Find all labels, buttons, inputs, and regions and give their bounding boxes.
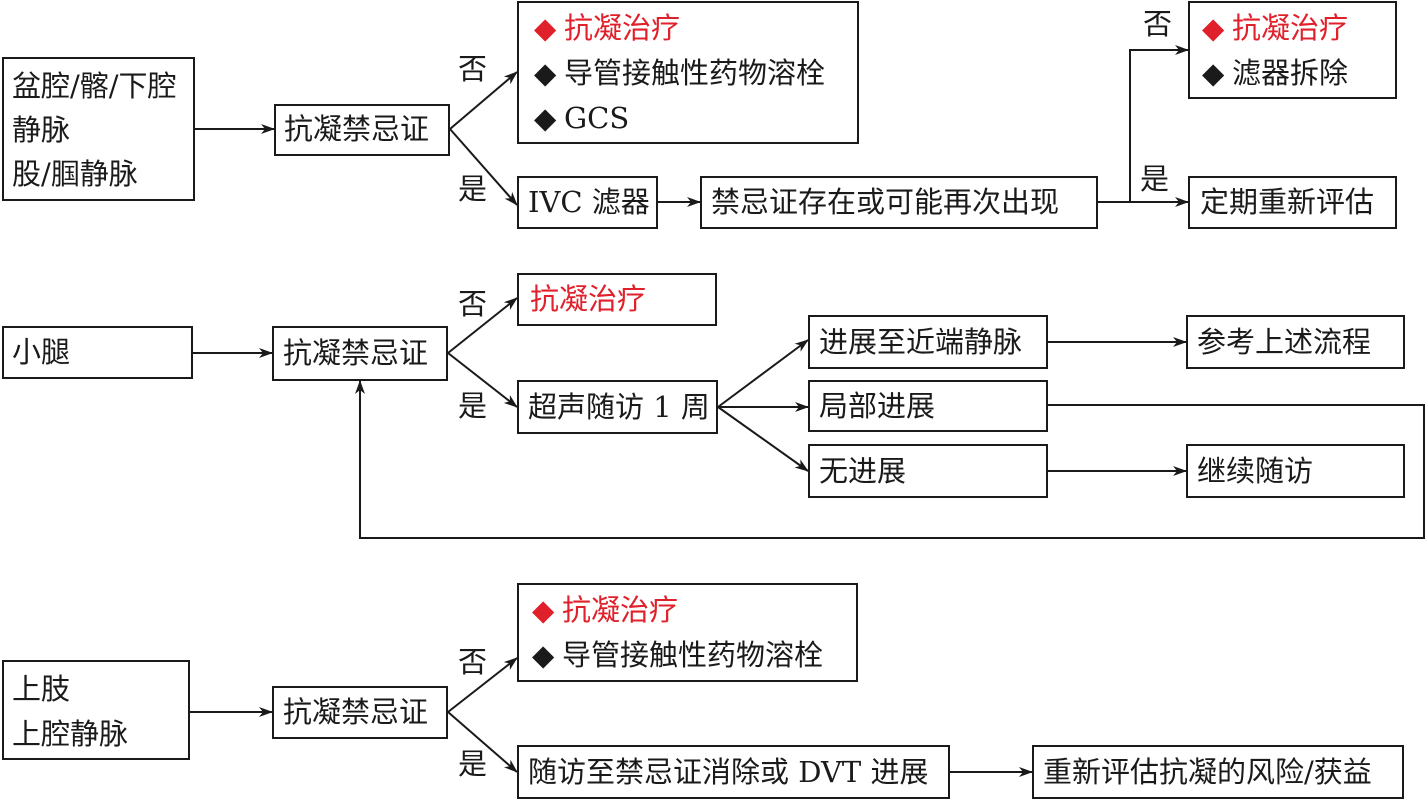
arrow-s2-to-none [717, 406, 809, 472]
s3-start-line-1: 上肢 [12, 672, 71, 706]
arrow-s2-contra-no [447, 297, 518, 354]
s1-no2-box [1188, 1, 1397, 99]
s2-ref-box [1186, 315, 1405, 369]
s3-followup-box [517, 745, 950, 799]
s2-contra-box [272, 326, 448, 381]
s2-start-box [2, 326, 193, 379]
s1-no-item-2: ◆导管接触性药物溶栓 [534, 56, 826, 90]
s1-contra-label: 抗凝禁忌证 [284, 112, 430, 146]
s1-reassess-label: 定期重新评估 [1200, 185, 1375, 219]
s2-none-label: 无进展 [819, 454, 907, 488]
s2-followup-label: 超声随访 1 周 [528, 390, 710, 424]
s2-prox-label: 进展至近端静脉 [819, 325, 1023, 359]
s1-start-line-3: 股/腘静脉 [12, 157, 138, 191]
s3-followup-label: 随访至禁忌证消除或 DVT 进展 [528, 755, 929, 789]
diamond-bullet-icon: ◆ [532, 638, 555, 672]
s2-start-label: 小腿 [12, 335, 71, 369]
s3-reassess-label: 重新评估抗凝的风险/获益 [1043, 755, 1372, 789]
s1-ivc-box [517, 176, 658, 229]
s2-none-box [808, 444, 1048, 498]
s3-no-label: 否 [458, 645, 488, 679]
diamond-bullet-icon: ◆ [534, 101, 557, 135]
s3-contra-label: 抗凝禁忌证 [283, 695, 429, 729]
s1-start-box [2, 57, 195, 201]
arrow-s2-loop-back [355, 380, 1425, 539]
s2-no-label: 否 [458, 287, 488, 321]
s1-start-line-2: 静脉 [12, 113, 71, 147]
s1-no-item-1: ◆抗凝治疗 [534, 11, 681, 45]
s1-yes-label: 是 [458, 172, 488, 206]
s2-prox-box [808, 315, 1048, 369]
arrow-s1-contra-no [449, 71, 518, 130]
s1-ivc-label: IVC 滤器 [528, 185, 650, 219]
diamond-bullet-icon: ◆ [1202, 11, 1225, 45]
s3-no-box [517, 583, 858, 682]
diamond-bullet-icon: ◆ [1202, 56, 1225, 90]
arrow-s3-contra-yes [447, 711, 518, 773]
s3-start-line-2: 上腔静脉 [12, 717, 129, 751]
s2-continue-box [1186, 444, 1405, 498]
s1-no2-label: 否 [1143, 7, 1173, 41]
s2-ref-label: 参考上述流程 [1197, 325, 1372, 359]
s1-no2-item-2: ◆滤器拆除 [1202, 56, 1349, 90]
s2-anticoag-label: 抗凝治疗 [530, 282, 647, 316]
s1-no-box [517, 1, 859, 144]
arrow-s3-contra-no [447, 657, 518, 713]
s2-yes-label: 是 [458, 389, 488, 423]
s2-contra-label: 抗凝禁忌证 [283, 336, 429, 370]
s1-yes2-label: 是 [1140, 162, 1170, 196]
s3-start-box [2, 660, 190, 760]
s2-anticoag-box [517, 273, 717, 326]
arrow-s1-contra-yes [449, 128, 518, 206]
s1-no2-item-1: ◆抗凝治疗 [1202, 11, 1349, 45]
s1-contra-box [274, 104, 450, 156]
diamond-bullet-icon: ◆ [534, 56, 557, 90]
s1-start-line-1: 盆腔/髂/下腔 [12, 69, 177, 103]
s3-no-item-1: ◆抗凝治疗 [532, 593, 679, 627]
s3-contra-box [272, 686, 448, 739]
arrow-s2-contra-yes [447, 352, 518, 408]
s1-persist-box [700, 176, 1098, 229]
arrow-s2-to-prox [717, 339, 809, 408]
s3-yes-label: 是 [458, 747, 488, 781]
s1-reassess-box [1188, 176, 1397, 229]
s2-followup-box [517, 380, 718, 434]
s1-persist-label: 禁忌证存在或可能再次出现 [711, 185, 1060, 219]
diamond-bullet-icon: ◆ [534, 11, 557, 45]
s1-no-label: 否 [458, 52, 488, 86]
s2-continue-label: 继续随访 [1197, 454, 1314, 488]
s2-local-label: 局部进展 [819, 389, 936, 423]
diamond-bullet-icon: ◆ [532, 593, 555, 627]
s1-no-item-3: ◆GCS [534, 101, 630, 135]
s3-no-item-2: ◆导管接触性药物溶栓 [532, 638, 824, 672]
arrow-s1-to-no2 [1129, 45, 1189, 202]
s3-reassess-box [1032, 745, 1404, 799]
s2-local-box [808, 380, 1048, 432]
